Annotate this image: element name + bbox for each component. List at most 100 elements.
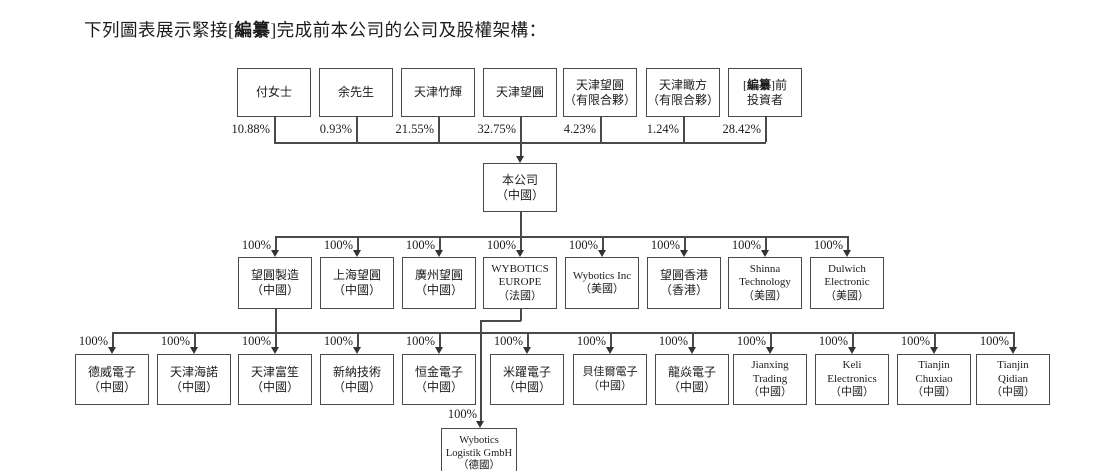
subsidiary-name: 上海望圓 （中國） [332,268,381,297]
connector-line [610,332,612,348]
ownership-label: 100% [405,238,435,252]
sub-subsidiary-box: 天津富笙 （中國） [238,354,312,405]
connector-line [847,236,849,251]
shareholder-box: 天津望圓 [483,68,557,117]
shareholder-box: 天津竹輝 [401,68,475,117]
connector-bus [275,236,848,238]
arrowhead [766,347,774,354]
europe-subsidiary-box: Wybotics Logistik GmbH （德國） [441,428,517,471]
sub-subsidiary-box: 德威電子 （中國） [75,354,149,405]
ownership-label: 100% [405,334,435,348]
arrowhead [516,156,524,163]
connector-line [770,332,772,348]
sub-subsidiary-box: Tianjin Qidian （中國） [976,354,1050,405]
ownership-label: 100% [979,334,1009,348]
ownership-label: 100% [241,238,271,252]
shareholder-name: 天津望圓 （有限合夥） [564,77,637,107]
arrowhead [476,421,484,428]
ownership-label: 100% [493,334,523,348]
sub-subsidiary-name: 新納技術 （中國） [332,364,381,394]
shareholder-box: [編纂]前 投資者 [728,68,802,117]
arrowhead [930,347,938,354]
arrowhead [598,250,606,257]
connector-line [520,236,522,251]
connector-line [520,142,522,157]
ownership-label: 100% [576,334,606,348]
ownership-label: 100% [818,334,848,348]
title-text: ]完成前本公司的公司及股權架構： [270,20,547,40]
subsidiary-box: Shinna Technology （美國） [728,257,802,309]
ownership-label: 100% [323,334,353,348]
shareholder-box: 天津望圓 （有限合夥） [563,68,637,117]
shareholder-name: [編纂]前 投資者 [743,78,787,107]
shareholder-name: 天津望圓 [495,85,544,100]
connector-line [684,236,686,251]
sub-subsidiary-name: 恒金電子 （中國） [414,364,463,394]
sub-subsidiary-box: 龍焱電子 （中國） [655,354,729,405]
connector-bus [112,332,1014,334]
arrowhead [606,347,614,354]
ownership-label: 100% [160,334,190,348]
arrowhead [190,347,198,354]
ownership-label: 100% [731,238,761,252]
arrowhead [843,250,851,257]
subsidiary-name: 廣州望圓 （中國） [414,268,463,297]
shareholder-name-redacted: 編纂 [746,77,771,92]
connector-line [194,332,196,348]
subsidiary-box: 上海望圓 （中國） [320,257,394,309]
subsidiary-box: Wybotics Inc （美國） [565,257,639,309]
title-text: 下列圖表展示緊接[ [84,20,235,40]
sub-subsidiary-name: 天津海諾 （中國） [169,364,218,394]
subsidiary-box: Dulwich Electronic （美國） [810,257,884,309]
connector-line [439,332,441,348]
subsidiary-box: 望圓香港 （香港） [647,257,721,309]
subsidiary-name: Dulwich Electronic （美國） [824,262,870,302]
ownership-label: 1.24% [646,122,679,136]
sub-subsidiary-name: 天津富笙 （中國） [250,364,299,394]
connector-line [275,236,277,251]
connector-line [934,332,936,348]
ownership-label: 28.42% [722,122,761,136]
connector-line [356,117,358,142]
sub-subsidiary-box: Tianjin Chuxiao （中國） [897,354,971,405]
subsidiary-box: WYBOTICS EUROPE （法國） [483,257,557,309]
arrowhead [761,250,769,257]
connector-line [275,332,277,348]
connector-line [357,236,359,251]
subsidiary-name: WYBOTICS EUROPE （法國） [491,262,549,302]
connector-line [112,332,114,348]
ownership-label: 100% [900,334,930,348]
sub-subsidiary-name: 貝佳爾電子 （中國） [582,366,638,392]
ownership-label: 100% [241,334,271,348]
connector-line [274,117,276,142]
connector-line [480,320,521,322]
ownership-label: 21.55% [395,122,434,136]
sub-subsidiary-name: Jianxing Trading （中國） [748,359,792,399]
shareholder-name-part: [ [742,77,747,92]
shareholder-name: 余先生 [337,85,374,100]
connector-line [438,117,440,142]
arrowhead [516,250,524,257]
shareholder-name: 天津瞰方 （有限合夥） [647,77,720,107]
connector-line [765,117,767,142]
sub-subsidiary-name: 米躍電子 （中國） [502,364,551,394]
ownership-label: 100% [736,334,766,348]
sub-subsidiary-name: Keli Electronics （中國） [827,359,877,399]
arrowhead [108,347,116,354]
arrowhead [1009,347,1017,354]
connector-line [602,236,604,251]
sub-subsidiary-box: Jianxing Trading （中國） [733,354,807,405]
subsidiary-name: 望圓香港 （香港） [659,268,708,297]
ownership-label: 10.88% [231,122,270,136]
ownership-label: 100% [486,238,516,252]
connector-line [692,332,694,348]
sub-subsidiary-box: 貝佳爾電子 （中國） [573,354,647,405]
connector-line [520,309,522,321]
sub-subsidiary-box: Keli Electronics （中國） [815,354,889,405]
arrowhead [271,347,279,354]
arrowhead [680,250,688,257]
connector-line [439,236,441,251]
sub-subsidiary-box: 恒金電子 （中國） [402,354,476,405]
ownership-label: 100% [568,238,598,252]
